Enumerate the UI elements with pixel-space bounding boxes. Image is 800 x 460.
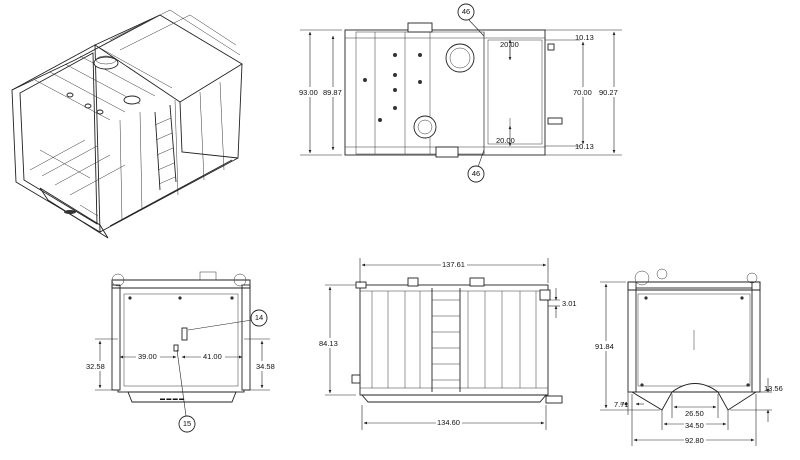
top-dim-top-offset: 10.13: [575, 33, 594, 42]
top-balloon-lower: 46: [472, 169, 480, 178]
side-dim-bottom-length: 134.60: [437, 418, 460, 427]
top-dim-lower-gap: 20.00: [496, 136, 515, 145]
end-right-dim-foot-height: 13.56: [764, 384, 783, 393]
side-dim-height: 84.13: [319, 339, 338, 348]
end-right-dim-mid-width: 34.50: [685, 421, 704, 430]
end-view-right: 91.84 13.56 7.71 26.50 34.50 92.80: [594, 268, 783, 446]
svg-text:▬ ▬ ▬ ▬: ▬ ▬ ▬ ▬: [160, 396, 184, 402]
top-balloon-upper: 46: [462, 7, 470, 16]
end-right-dim-height: 91.84: [595, 342, 614, 351]
top-dim-upper-gap: 20.00: [500, 40, 519, 49]
top-dim-bottom-offset: 10.13: [575, 142, 594, 151]
top-view: 93.00 89.87 90.27 70.00 10.13 10.13 20.0…: [298, 3, 622, 183]
end-left-dim-left-span: 39.00: [138, 352, 157, 361]
end-left-dim-right-span: 41.00: [203, 352, 222, 361]
end-left-balloon-lower: 15: [183, 419, 191, 428]
side-view: 137.61 134.60 84.13 3.01: [318, 258, 577, 430]
end-right-dim-outer-width: 92.80: [685, 436, 704, 445]
top-dim-right-width: 90.27: [599, 88, 618, 97]
end-right-dim-foot-offset: 7.71: [614, 400, 629, 409]
end-left-balloon-upper: 14: [255, 313, 263, 322]
top-dim-overall-length: 93.00: [299, 88, 318, 97]
isometric-view: [11, 9, 243, 239]
end-view-left: ▬ ▬ ▬ ▬ 32.58 34.58 39.00 41.00 14 15: [85, 271, 276, 433]
side-dim-top-length: 137.61: [442, 260, 465, 269]
end-left-dim-left-height: 32.58: [86, 362, 105, 371]
top-dim-inner-length: 89.87: [323, 88, 342, 97]
end-right-dim-inner-width: 26.50: [685, 409, 704, 418]
end-left-dim-right-height: 34.58: [256, 362, 275, 371]
top-dim-mid-span: 70.00: [573, 88, 592, 97]
side-dim-step: 3.01: [562, 299, 577, 308]
